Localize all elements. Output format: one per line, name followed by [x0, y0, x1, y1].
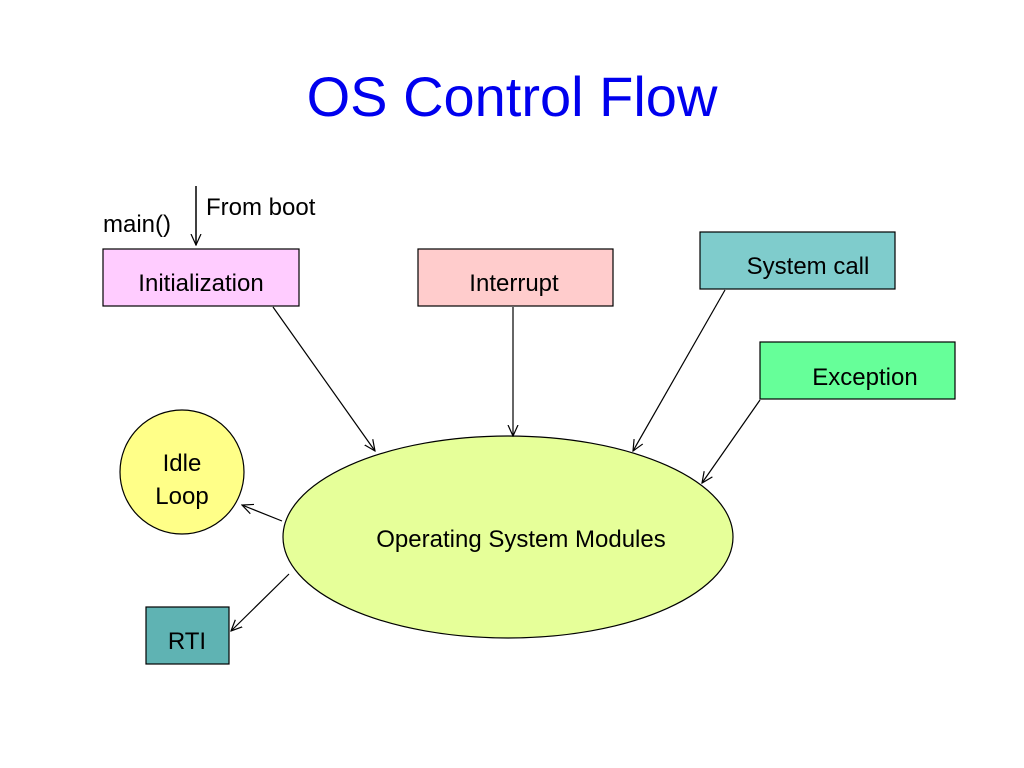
slide-title: OS Control Flow — [306, 65, 718, 128]
system-call-label: System call — [747, 253, 870, 280]
system-call-box: System call — [699, 231, 896, 290]
interrupt-box: Interrupt — [417, 248, 614, 307]
arrow-os-to-idle-loop — [242, 505, 283, 522]
exception-rect — [759, 341, 956, 400]
arrow-system-call-to-os — [633, 289, 726, 451]
exception-label: Exception — [812, 364, 917, 391]
os-modules-label: Operating System Modules — [376, 526, 665, 553]
initialization-box: Initialization — [102, 248, 300, 307]
idle-loop-label-line2: Loop — [155, 483, 208, 510]
os-modules-ellipse: Operating System Modules — [282, 435, 734, 639]
initialization-label: Initialization — [138, 270, 263, 297]
exception-box: Exception — [759, 341, 956, 400]
initialization-rect — [102, 248, 300, 307]
interrupt-rect — [417, 248, 614, 307]
arrow-exception-to-os — [702, 399, 761, 483]
from-boot-label: From boot — [206, 194, 316, 221]
arrow-os-to-rti — [231, 573, 290, 631]
system-call-rect — [699, 231, 896, 290]
idle-loop-circle: Idle Loop — [119, 409, 245, 535]
rti-box: RTI — [145, 606, 230, 665]
main-label: main() — [103, 211, 171, 238]
rti-label: RTI — [168, 628, 206, 655]
idle-loop-label-line1: Idle — [163, 450, 202, 477]
interrupt-label: Interrupt — [469, 270, 559, 297]
rti-rect — [145, 606, 230, 665]
idle-loop-shape — [119, 409, 245, 535]
arrow-initialization-to-os — [272, 306, 375, 451]
